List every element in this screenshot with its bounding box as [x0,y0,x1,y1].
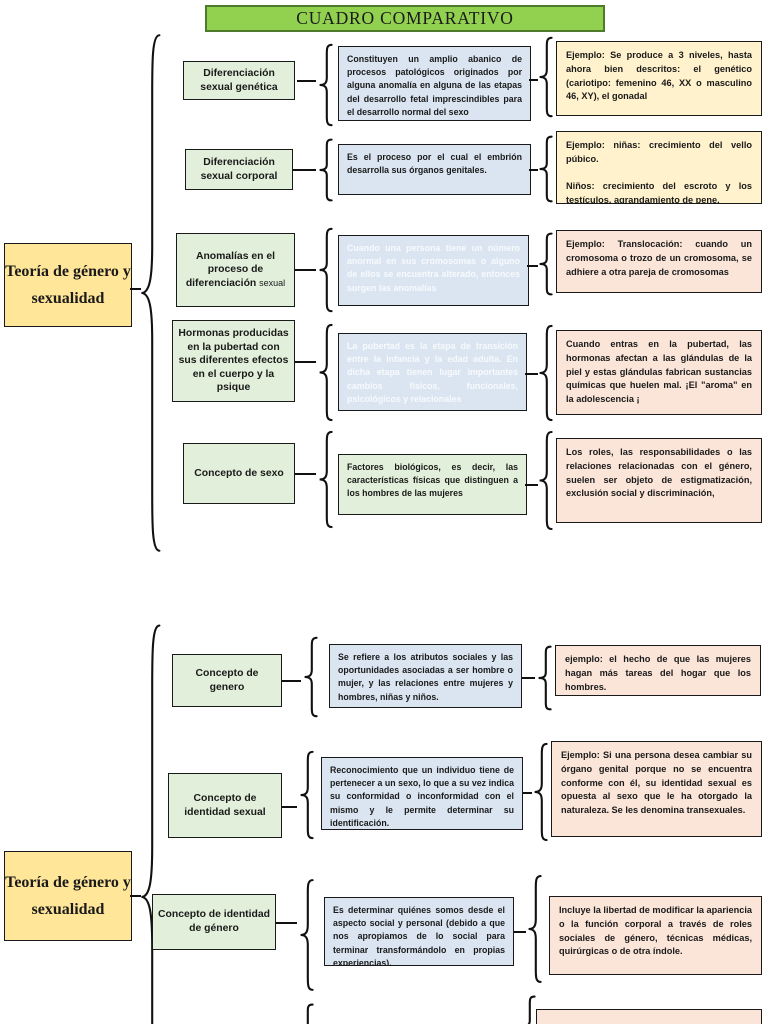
topic-box: Diferenciación sexual corporal [185,149,293,190]
connector-line [514,931,526,933]
connector-line [282,806,297,808]
example-box: Ejemplo: niñas: crecimiento del vello pú… [556,131,762,204]
topic-label: Diferenciación sexual corporal [200,156,278,182]
connector-line [529,79,538,81]
description-box: Reconocimiento que un individuo tiene de… [321,757,523,830]
page-title: CUADRO COMPARATIVO [205,5,605,32]
topic-label: Concepto de sexo [194,467,284,479]
description-box: Constituyen un amplio abanico de proceso… [338,46,531,121]
topic-label: Hormonas producidas en la pubertad con s… [178,328,289,394]
brace-icon [318,228,334,312]
example-box: Incluye la libertad de modificar la apar… [549,896,762,975]
topic-label: Concepto de genero [195,667,259,693]
topic-label: Concepto de identidad sexual [184,792,266,818]
brace-icon [538,325,554,421]
example-box: Cuando entras en la pubertad, las hormon… [556,330,762,415]
brace-icon [538,431,554,530]
description-box: Es el proceso por el cual el embrión des… [338,144,531,195]
brace-icon [521,996,537,1024]
connector-line [523,792,532,794]
example-box: Ejemplo: Translocación: cuando un cromos… [556,230,762,293]
example-box [536,1009,762,1024]
connector-line [293,169,316,171]
connector-line [525,373,538,375]
connector-line [295,269,316,271]
section-brace-icon [139,620,163,1024]
brace-icon [318,324,334,421]
connector-line [130,288,141,290]
topic-box: Concepto de identidad de género [152,894,276,950]
brace-icon [318,44,334,126]
connector-line [297,80,316,82]
example-box: Ejemplo: Se produce a 3 niveles, hasta a… [556,41,762,116]
brace-icon [537,646,553,710]
example-box: Los roles, las responsabilidades o las r… [556,438,762,523]
description-box: Se refiere a los atributos sociales y la… [329,644,522,708]
topic-box: Anomalías en el proceso de diferenciació… [176,233,295,307]
root-topic-box-1: Teoría de género y sexualidad [4,243,132,327]
description-box: Cuando una persona tiene un número anorm… [338,235,529,306]
connector-line [276,922,297,924]
topic-box: Concepto de identidad sexual [168,773,282,838]
description-box: La pubertad es la etapa de transición en… [338,333,527,411]
brace-icon [533,743,549,841]
topic-label-suffix: sexual [259,277,286,288]
example-box: ejemplo: el hecho de que las mujeres hag… [555,645,761,696]
brace-icon [538,136,554,202]
brace-icon [318,139,334,201]
brace-icon [318,431,334,528]
connector-line [529,169,538,171]
topic-box: Concepto de sexo [183,443,295,504]
brace-icon [538,37,554,117]
brace-icon [299,879,315,991]
root-topic-box-2: Teoría de género y sexualidad [4,851,132,941]
brace-icon [299,751,315,839]
connector-line [282,680,301,682]
section-brace-icon [139,30,163,556]
brace-icon [527,875,543,983]
connector-line [295,473,316,475]
topic-label: Anomalías en el proceso de diferenciació… [185,250,286,289]
description-box: Es determinar quiénes somos desde el asp… [324,897,514,966]
topic-label: Concepto de identidad de género [158,909,270,934]
connector-line [522,677,535,679]
example-box: Ejemplo: Si una persona desea cambiar su… [551,741,762,837]
topic-label: Diferenciación sexual genética [200,67,278,93]
topic-box: Concepto de genero [172,654,282,707]
brace-icon [299,1004,315,1024]
description-box: Factores biológicos, es decir, las carac… [338,454,527,515]
connector-line [525,484,538,486]
connector-line [295,361,316,363]
connector-line [527,265,538,267]
topic-box: Hormonas producidas en la pubertad con s… [172,320,295,402]
topic-box: Diferenciación sexual genética [183,61,295,100]
brace-icon [303,637,319,717]
connector-line [130,895,141,897]
brace-icon [538,233,554,295]
